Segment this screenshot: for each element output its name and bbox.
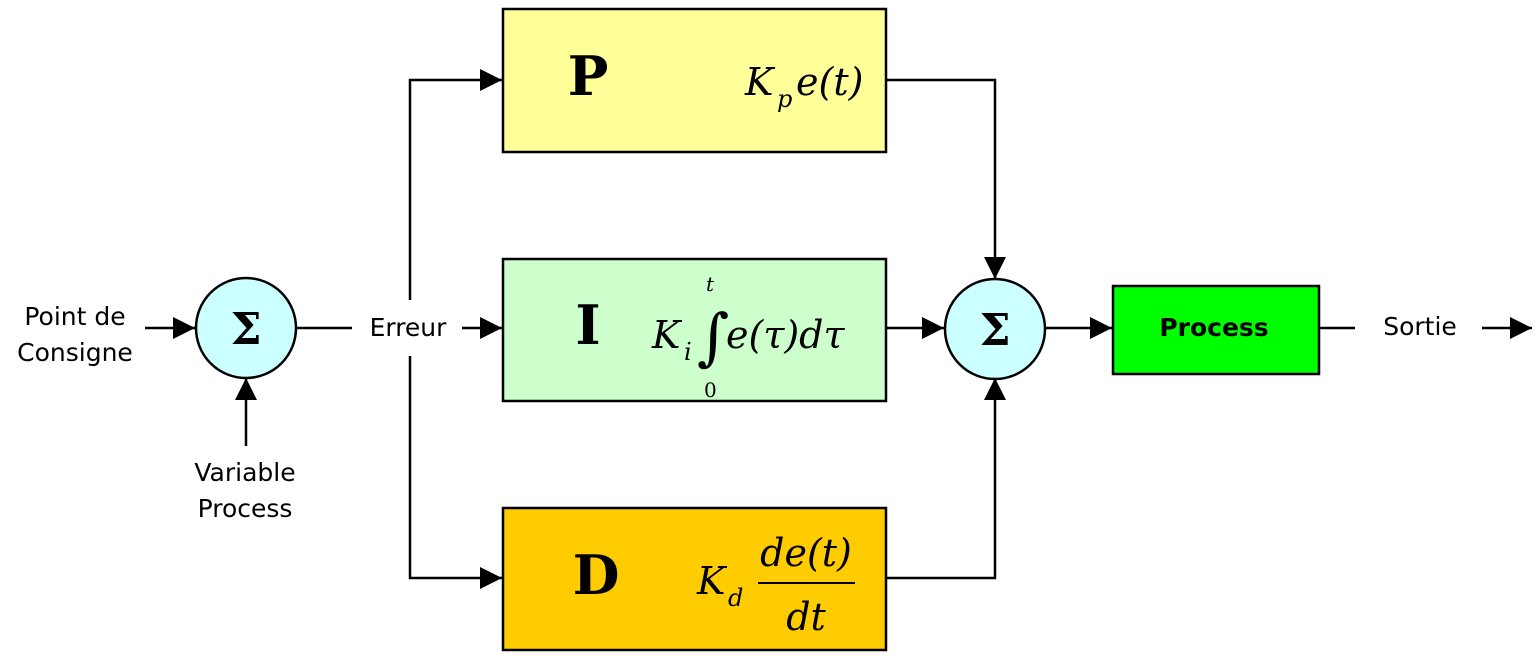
connections (145, 69, 1532, 589)
i-block-lower-limit: 0 (704, 378, 717, 402)
output-label: Sortie (1383, 312, 1457, 341)
process-variable-label-line2: Process (198, 494, 293, 523)
p-block-coefficient-subscript: p (777, 85, 792, 113)
output-summer-circle (943, 277, 1047, 381)
input-summing-junction: Σ (194, 276, 298, 380)
i-block-letter: I (575, 293, 600, 357)
p-block-expression: e(t) (796, 60, 863, 104)
setpoint-label-line1: Point de (24, 302, 125, 331)
input-summer-circle (194, 276, 298, 380)
i-block-box (501, 257, 888, 403)
d-block-box (501, 506, 888, 652)
d-to-summer-arrow (886, 378, 1006, 580)
d-block-coefficient-subscript: d (728, 584, 743, 612)
error-to-p-arrow (408, 69, 502, 300)
output-summing-junction: Σ (943, 277, 1047, 381)
i-block-integral-sign: ∫ (697, 300, 729, 373)
error-label: Erreur (370, 313, 448, 342)
output-sigma-symbol: Σ (979, 305, 1010, 356)
d-block-coefficient: K (696, 559, 728, 603)
i-block-coefficient: K (651, 313, 683, 357)
process-block-label: Process (1159, 313, 1268, 342)
i-block: I K i ∫ t 0 e(τ)dτ (501, 257, 888, 403)
p-block-coefficient: K (744, 60, 776, 104)
d-block-letter: D (573, 543, 620, 607)
process-variable-label-line1: Variable (194, 458, 295, 487)
p-to-summer-arrow (886, 78, 1006, 279)
p-block: P K p e(t) (501, 7, 888, 154)
d-block-numerator: de(t) (760, 531, 852, 575)
p-block-box (501, 7, 888, 154)
d-block: D K d de(t) dt (501, 506, 888, 652)
i-block-coefficient-subscript: i (684, 338, 692, 366)
p-block-letter: P (568, 44, 609, 108)
i-block-upper-limit: t (706, 272, 715, 296)
input-sigma-symbol: Σ (230, 304, 261, 355)
process-block: Process (1111, 284, 1321, 376)
error-to-d-arrow (408, 356, 502, 589)
setpoint-label-line2: Consigne (17, 338, 133, 367)
d-block-denominator: dt (786, 595, 826, 639)
process-block-box (1111, 284, 1321, 376)
i-block-expression: e(τ)dτ (726, 313, 845, 357)
